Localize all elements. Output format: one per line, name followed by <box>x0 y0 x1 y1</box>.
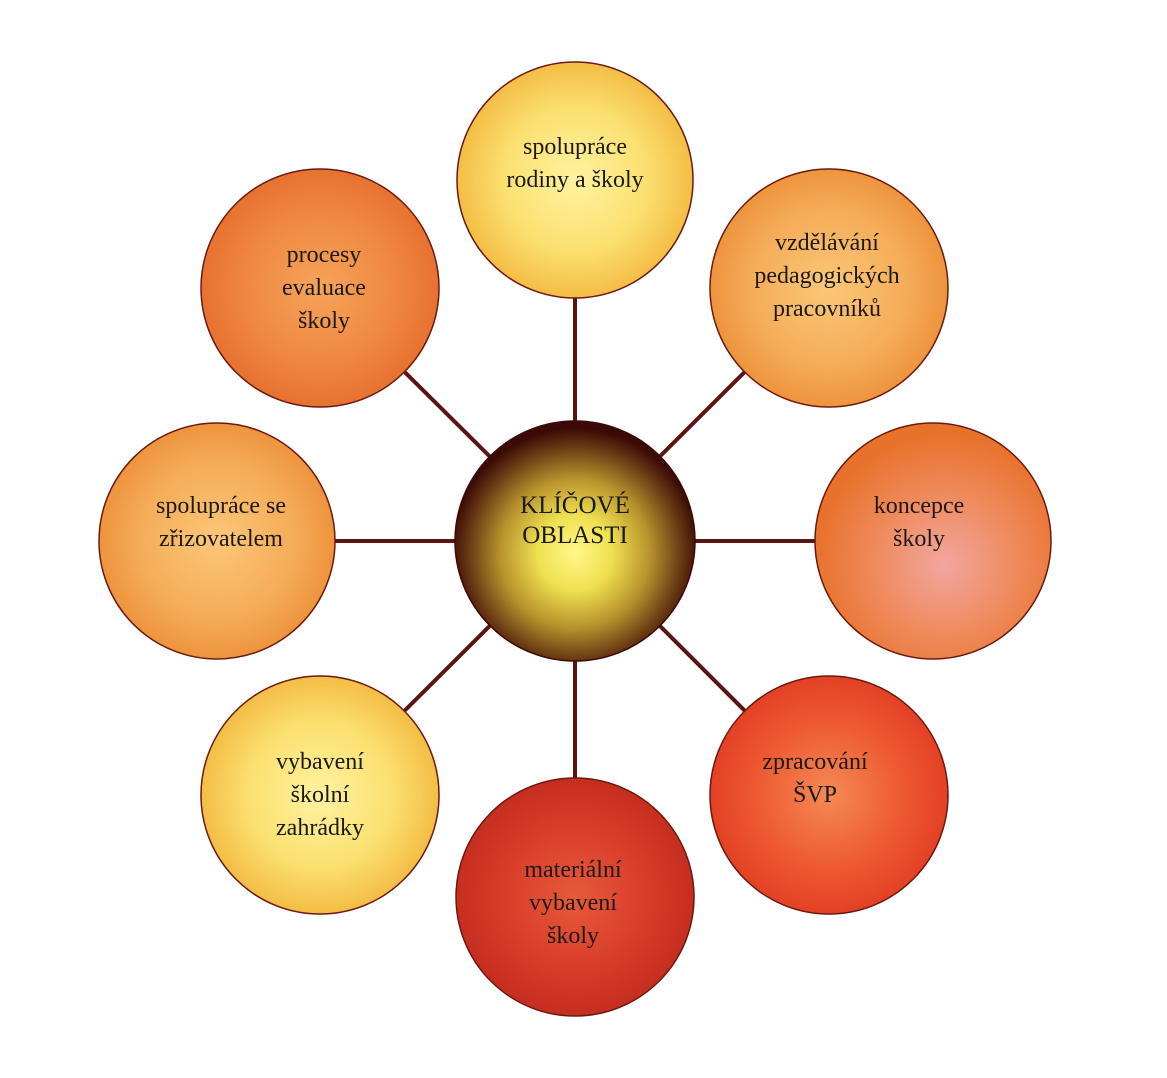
center-hub <box>454 420 696 662</box>
topic-circles <box>98 61 1052 1017</box>
topic-circle-right <box>814 422 1052 660</box>
topic-circle-top-left <box>200 168 440 408</box>
topic-circle-bottom <box>455 777 695 1017</box>
topic-circle-bottom-left <box>200 675 440 915</box>
topic-circle-bottom-right <box>709 675 949 915</box>
center-circle <box>454 420 696 662</box>
topic-circle-left <box>98 422 336 660</box>
topic-circle-top-right <box>709 168 949 408</box>
topic-circle-top <box>456 61 694 299</box>
